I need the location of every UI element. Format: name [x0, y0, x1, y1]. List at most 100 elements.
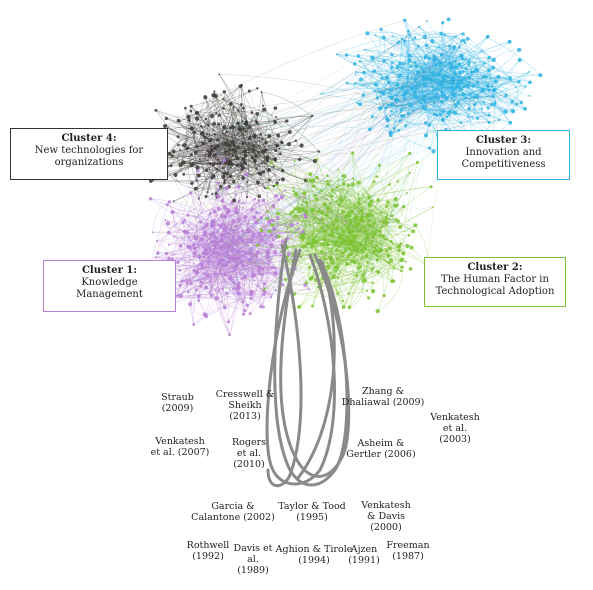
network-edge [411, 36, 488, 89]
network-edge [180, 112, 196, 166]
network-node [507, 39, 512, 44]
network-edge [376, 66, 398, 99]
network-edge [280, 151, 319, 156]
network-node [238, 249, 241, 252]
network-node [232, 270, 235, 273]
network-node [231, 154, 235, 157]
network-node [508, 120, 513, 125]
network-edge [426, 45, 475, 72]
network-node [261, 149, 266, 154]
network-node [226, 250, 230, 254]
network-node [218, 257, 223, 262]
network-edge [230, 238, 238, 278]
network-node [194, 186, 198, 190]
network-node [226, 150, 229, 153]
network-edge [375, 34, 448, 118]
network-node [423, 121, 428, 125]
network-node [236, 291, 241, 296]
network-node [407, 58, 412, 63]
network-edge [401, 88, 409, 127]
network-node [154, 108, 158, 112]
network-node [225, 171, 230, 176]
network-node [211, 162, 216, 167]
network-node [400, 37, 404, 40]
network-node [280, 140, 284, 144]
network-node [450, 111, 452, 113]
network-node [348, 205, 351, 208]
network-edge [160, 136, 251, 164]
network-node [382, 293, 386, 298]
network-edge [410, 70, 490, 106]
network-edge [380, 70, 454, 81]
network-node [452, 45, 457, 50]
cluster-description: Innovation and Competitiveness [461, 147, 546, 170]
network-node [177, 143, 180, 147]
network-node [299, 255, 303, 259]
network-node [390, 65, 394, 69]
network-node [289, 230, 293, 233]
network-edge [164, 125, 276, 161]
network-edge [380, 79, 463, 109]
network-node [422, 34, 427, 39]
network-edge [386, 57, 426, 119]
network-edge [426, 45, 446, 76]
network-edge [421, 64, 478, 72]
network-node [459, 121, 463, 125]
network-edge [420, 80, 454, 104]
network-edge [408, 31, 453, 89]
network-node [281, 240, 285, 244]
network-edge [336, 54, 443, 82]
network-edge [434, 56, 526, 110]
network-node [407, 53, 412, 57]
network-node [517, 47, 522, 52]
network-node [399, 67, 402, 70]
network-edge [205, 97, 210, 171]
network-node [363, 246, 367, 251]
network-edge [425, 108, 470, 136]
network-edge [446, 95, 496, 103]
network-node [514, 86, 517, 89]
network-node [360, 218, 365, 222]
network-edge [164, 125, 211, 141]
network-edge [449, 88, 456, 114]
cluster-3-label: Cluster 3: Innovation and Competitivenes… [437, 130, 570, 180]
network-node [229, 166, 232, 169]
network-node [212, 123, 215, 126]
network-node [344, 261, 350, 266]
network-node [271, 293, 273, 296]
network-edge [437, 62, 445, 71]
network-node [254, 211, 258, 215]
network-edge [369, 88, 418, 130]
network-edge [380, 29, 385, 75]
network-node [216, 163, 219, 166]
network-edge [417, 45, 468, 87]
network-node [270, 161, 273, 165]
network-edge [321, 88, 443, 96]
network-node [257, 241, 260, 244]
network-node [262, 282, 267, 286]
network-edge [205, 96, 231, 168]
network-node [346, 255, 349, 258]
network-edge [190, 192, 212, 296]
network-edge [379, 77, 444, 93]
network-edge [451, 98, 506, 113]
network-node [450, 85, 454, 89]
cluster-2-label: Cluster 2: The Human Factor in Technolog… [424, 257, 566, 307]
network-edge [213, 94, 253, 158]
network-node [218, 162, 222, 165]
network-node [225, 130, 229, 134]
network-node [234, 224, 238, 228]
network-node [453, 71, 458, 76]
network-node [320, 210, 325, 215]
network-node [359, 235, 361, 238]
network-node [498, 118, 501, 122]
network-node [202, 134, 205, 138]
network-node [461, 70, 465, 73]
network-node [411, 229, 416, 234]
network-node [164, 251, 169, 256]
network-edge [256, 157, 300, 170]
network-edge [416, 57, 490, 67]
network-node [328, 179, 331, 182]
network-edge [183, 163, 266, 175]
network-node [242, 312, 246, 316]
